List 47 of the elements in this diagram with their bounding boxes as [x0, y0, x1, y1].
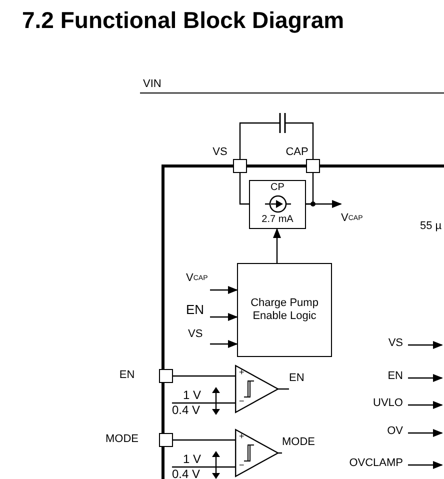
threshold-label: 1 V [183, 389, 202, 402]
signal-label: UVLO [338, 397, 408, 413]
signal-label: VS [338, 337, 408, 353]
connector [273, 228, 281, 263]
connector [173, 439, 235, 441]
connector [408, 341, 443, 349]
value-label: 55 µ [420, 220, 442, 232]
threshold-label: 0.4 V [172, 404, 200, 417]
signal-label: EN [289, 372, 313, 392]
connector [239, 173, 249, 205]
input-sign: + [239, 431, 244, 441]
pin-label: EN [118, 369, 136, 382]
threshold-label: 0.4 V [172, 468, 200, 479]
connector [408, 374, 443, 382]
signal-label: MODE [282, 436, 326, 456]
pin-label: VS [212, 146, 228, 159]
comparator-symbol [235, 365, 279, 413]
input-sign: + [239, 367, 244, 377]
threshold-label: 1 V [183, 453, 202, 466]
signal-label: OVCLAMP [330, 457, 408, 473]
connector [408, 401, 443, 409]
connector [172, 466, 235, 468]
block-label: CP [270, 182, 286, 194]
logic-block: Charge Pump Enable Logic [237, 263, 332, 357]
connector [210, 313, 238, 321]
connector [173, 375, 235, 377]
supply-label: VIN [143, 78, 162, 90]
connector [210, 340, 238, 348]
connector [210, 286, 238, 294]
connector [278, 388, 289, 390]
charge-pump-block [249, 180, 306, 229]
signal-label: EN [186, 302, 210, 319]
pin-label: CAP [284, 146, 310, 159]
connector [408, 429, 443, 437]
connector [172, 402, 235, 404]
input-sign: − [239, 460, 244, 470]
comparator-symbol [235, 429, 279, 477]
current-value: 2.7 mA [260, 214, 294, 226]
pin-label: MODE [104, 433, 140, 446]
signal-label: VS [188, 328, 210, 346]
input-sign: − [239, 396, 244, 406]
connector [306, 200, 342, 208]
diagram-title: 7.2 Functional Block Diagram [22, 6, 344, 34]
capacitor-connection [239, 113, 314, 160]
connector [408, 461, 443, 469]
signal-label: EN [338, 370, 408, 386]
signal-label: OV [338, 425, 408, 441]
